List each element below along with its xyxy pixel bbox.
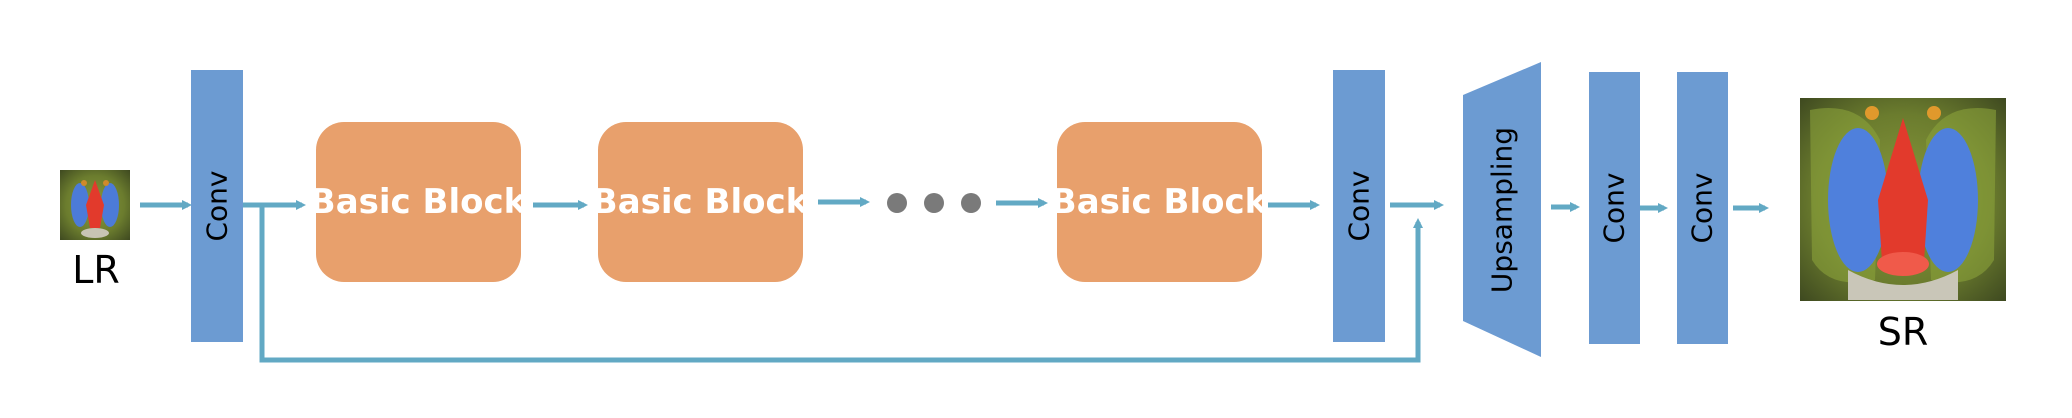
conv-layer-4 <box>1677 72 1728 344</box>
output-label: SR <box>1878 310 1929 354</box>
basic-block-1 <box>316 122 521 282</box>
basic-block-3-label: Basic Block <box>1051 182 1269 222</box>
lr-image <box>60 170 130 240</box>
mandrill-face-icon <box>1800 98 2006 301</box>
ellipsis-dots <box>887 193 981 213</box>
conv-layer-3-label: Conv <box>1598 173 1631 244</box>
basic-block-2 <box>598 122 803 282</box>
basic-block-1-label: Basic Block <box>310 182 528 222</box>
basic-block-3 <box>1057 122 1262 282</box>
conv-layer-2 <box>1333 70 1385 342</box>
upsampling-layer <box>1463 62 1541 357</box>
basic-block-2-label: Basic Block <box>592 182 810 222</box>
sr-image <box>1800 98 2006 301</box>
upsampling-layer-label: Upsampling <box>1486 127 1519 293</box>
conv-layer-1-label: Conv <box>201 171 234 242</box>
conv-layer-4-label: Conv <box>1686 173 1719 244</box>
conv-layer-2-label: Conv <box>1343 171 1376 242</box>
conv-layer-3 <box>1589 72 1640 344</box>
conv-layer-1 <box>191 70 243 342</box>
input-label: LR <box>72 248 120 292</box>
mandrill-face-icon <box>60 170 130 240</box>
skip-connection-line <box>259 205 1423 363</box>
